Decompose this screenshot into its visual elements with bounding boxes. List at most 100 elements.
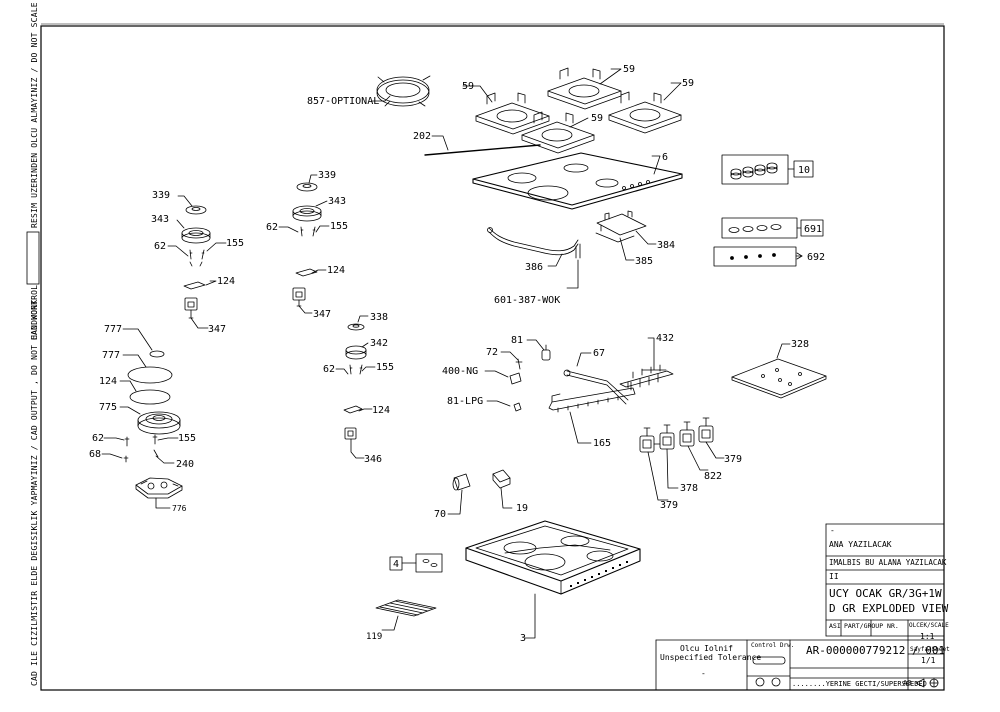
callout-label: 6	[662, 152, 668, 163]
tolerance-dash: -	[701, 669, 706, 678]
callout-label: 62	[154, 241, 166, 252]
scale-value: 1:1	[920, 632, 935, 641]
injector-part	[509, 372, 522, 385]
part-number-header: PART/GROUP NR.	[844, 622, 899, 630]
title-block-frame	[655, 523, 945, 691]
callout-label: 68	[89, 449, 101, 460]
pan-support-part	[608, 91, 682, 134]
pan-support-part	[521, 111, 595, 154]
pan-support-part	[475, 92, 550, 135]
thermocouple-set-part	[619, 364, 674, 391]
gas-valve-part	[639, 427, 661, 453]
valve-part	[292, 287, 306, 307]
paper-format: A3	[903, 679, 912, 687]
drawing-title-line-1: UCY OCAK GR/3G+1W	[829, 587, 942, 600]
knob-ring-box	[721, 217, 798, 239]
callout-label: 70	[434, 509, 446, 520]
burner-cap-part	[185, 205, 207, 215]
glass-top-part	[472, 152, 683, 210]
callout-label: 691	[804, 224, 822, 235]
callout-label: 124	[327, 265, 345, 276]
callout-label: 384	[657, 240, 675, 251]
callout-label: 119	[366, 632, 382, 642]
callout-label: 378	[680, 483, 698, 494]
gas-valve-part	[698, 417, 714, 443]
washer-box	[713, 246, 797, 267]
callout-label: 3	[520, 633, 526, 644]
callout-label: 385	[635, 256, 653, 267]
callout-label: 692	[807, 252, 825, 263]
superseded-label: ........YERINE GECTI/SUPERSEEDED	[792, 680, 927, 688]
sheet-value: 1/1	[921, 656, 936, 665]
callout-label: 124	[372, 405, 390, 416]
title-dash: -	[830, 526, 835, 535]
callout-label: 59	[623, 64, 635, 75]
callout-label: 775	[99, 402, 117, 413]
callout-label: 240	[176, 459, 194, 470]
wok-crown-part	[137, 411, 181, 435]
callout-label: 857-OPTIONAL	[307, 96, 379, 107]
callout-labels: 857-OPTIONAL 59 59 59 59 202 6 10 339 34…	[89, 64, 825, 644]
wok-ring-part	[376, 75, 431, 107]
sticker-box	[415, 553, 443, 573]
spark-generator-part	[492, 469, 511, 489]
callout-label: 776	[172, 504, 187, 513]
callout-label: 4	[393, 559, 399, 570]
callout-label: 346	[364, 454, 382, 465]
callout-label: 339	[152, 190, 170, 201]
scale-header: OLCEK/SCALE	[909, 622, 949, 629]
gas-inlet-part	[541, 344, 551, 361]
igniter-part	[452, 473, 471, 491]
callout-label: 155	[178, 433, 196, 444]
do-not-scale-note: RESIM UZERINDEN OLCU ALMAYINIZ / DO NOT …	[30, 2, 39, 228]
callout-label: 777	[102, 350, 120, 361]
callout-label: 59	[591, 113, 603, 124]
wok-flame-ring-part	[127, 366, 173, 384]
callout-label: 328	[791, 339, 809, 350]
wok-burner-body-part	[135, 477, 183, 499]
gas-valve-part	[659, 424, 675, 450]
wok-cap-part	[149, 350, 165, 358]
callout-label: 124	[99, 376, 117, 387]
callout-label: 165	[593, 438, 611, 449]
callout-label: 343	[328, 196, 346, 207]
callout-label: 343	[151, 214, 169, 225]
part-number: AR-000000779212 / 001	[806, 644, 946, 657]
callout-label: 62	[323, 364, 335, 375]
callout-label: 81-LPG	[447, 396, 483, 407]
callout-label: 10	[798, 165, 810, 176]
callout-label: 124	[217, 276, 235, 287]
callout-label: 379	[724, 454, 742, 465]
pan-support-part	[547, 67, 622, 110]
callout-label: 601-387-WOK	[494, 295, 560, 306]
drawing-frame	[40, 25, 945, 691]
callout-label: 432	[656, 333, 674, 344]
callout-label: 379	[660, 500, 678, 511]
callout-label: 155	[376, 362, 394, 373]
wok-pipe-part	[487, 227, 581, 259]
cad-control-box	[26, 231, 40, 285]
valve-part	[344, 427, 357, 440]
callout-label: 822	[704, 471, 722, 482]
callout-label: 72	[486, 347, 498, 358]
callout-label: 67	[593, 348, 605, 359]
injector-part	[513, 402, 522, 412]
callout-label: 59	[462, 81, 474, 92]
callout-label: 338	[370, 312, 388, 323]
callout-label: 347	[208, 324, 226, 335]
title-row-2: IMALBIS BU ALANA YAZILACAK	[829, 558, 947, 567]
burner-crown-part	[181, 227, 211, 244]
gas-valve-part	[679, 421, 695, 447]
callout-label: 62	[92, 433, 104, 444]
tolerance-line-1: Olcu Iolnif	[680, 644, 733, 653]
drawing-title-line-2: D GR EXPLODED VIEW	[829, 602, 949, 615]
callout-label: 339	[318, 170, 336, 181]
cover-plate-part	[731, 358, 827, 399]
callout-label: 400-NG	[442, 366, 478, 377]
base-tray-part	[465, 520, 641, 595]
callout-label: 202	[413, 131, 431, 142]
callout-label: 155	[330, 221, 348, 232]
tolerance-line-2: Unspecified Tolerance	[660, 653, 762, 662]
